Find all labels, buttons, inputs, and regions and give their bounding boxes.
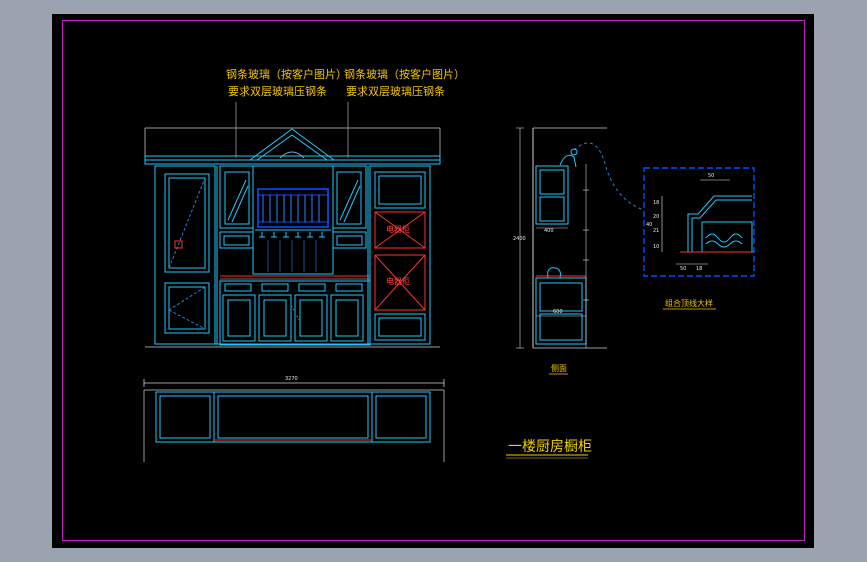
drawing-frame bbox=[62, 20, 805, 541]
note-left-line2: 要求双层玻璃压钢条 bbox=[228, 84, 327, 98]
detail-dimension-v4: 40 bbox=[646, 222, 652, 228]
detail-label: 组合顶线大样 bbox=[665, 298, 713, 308]
cad-viewport[interactable] bbox=[52, 14, 814, 548]
note-left-line1: 钢条玻璃（按客户图片） bbox=[226, 67, 347, 81]
side-depth-bottom-dimension: 600 bbox=[553, 309, 563, 315]
plan-view bbox=[143, 379, 445, 462]
detail-dimension-bottom-b: 18 bbox=[696, 266, 702, 272]
side-elevation bbox=[516, 127, 645, 349]
side-height-dimension: 2400 bbox=[513, 236, 526, 242]
appliance-label-bottom: 电器柜 bbox=[386, 276, 410, 286]
cornice-detail bbox=[643, 167, 755, 277]
note-right-line1: 钢条玻璃（按客户图片） bbox=[344, 67, 465, 81]
detail-dimension-bottom-a: 50 bbox=[680, 266, 686, 272]
side-view-label: 侧面 bbox=[551, 363, 567, 373]
front-elevation bbox=[144, 127, 441, 348]
detail-dimension-v1: 18 bbox=[653, 200, 659, 206]
detail-dimension-v5: 10 bbox=[653, 244, 659, 250]
detail-dimension-v3: 21 bbox=[653, 228, 659, 234]
plan-width-dimension: 3270 bbox=[285, 376, 298, 382]
detail-dimension-v2: 20 bbox=[653, 214, 659, 220]
detail-dimension-top: 50 bbox=[708, 173, 714, 179]
side-depth-top-dimension: 400 bbox=[544, 228, 554, 234]
appliance-label-top: 电器柜 bbox=[386, 224, 410, 234]
drawing-title: 一楼厨房橱柜 bbox=[508, 439, 592, 455]
note-right-line2: 要求双层玻璃压钢条 bbox=[346, 84, 445, 98]
